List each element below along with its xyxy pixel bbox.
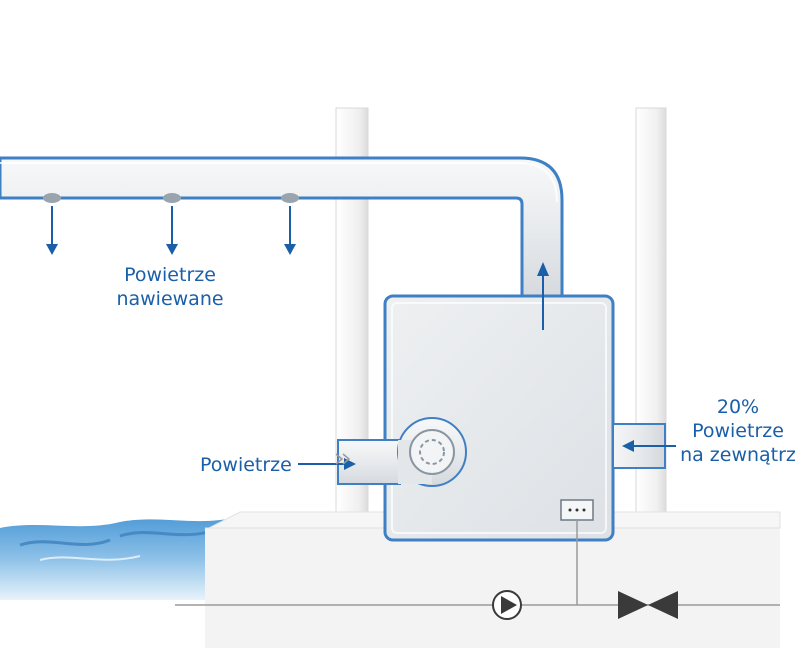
outside-air-line2: Powietrze	[692, 420, 784, 442]
arrow-right-icon	[298, 453, 356, 470]
outside-air-percent: 20%	[716, 396, 760, 418]
arrow-up-icon	[537, 262, 549, 330]
supply-duct	[0, 156, 564, 302]
supply-air-label: Powietrze nawiewane	[110, 263, 230, 311]
pump-icon	[492, 590, 522, 620]
pool-water	[0, 516, 240, 600]
duct-vent-2	[163, 193, 181, 203]
arrow-left-icon	[622, 440, 676, 452]
arrow-down-icon	[284, 206, 296, 255]
duct-vent-1	[43, 193, 61, 203]
intake-air-label: Powietrze	[200, 454, 292, 476]
pillar-right	[635, 107, 667, 541]
arrow-down-icon	[166, 206, 178, 255]
supply-air-line1: Powietrze	[124, 264, 216, 286]
control-panel-icon	[560, 499, 594, 521]
outside-air-label: 20% Powietrze na zewnątrz	[680, 395, 796, 467]
valve-icon	[618, 591, 678, 619]
duct-vent-3	[281, 193, 299, 203]
outside-air-line3: na zewnątrz	[680, 444, 796, 466]
supply-air-line2: nawiewane	[116, 288, 224, 310]
fan-icon	[409, 429, 455, 475]
pipe-line	[175, 520, 780, 606]
arrow-down-icon	[46, 206, 58, 255]
